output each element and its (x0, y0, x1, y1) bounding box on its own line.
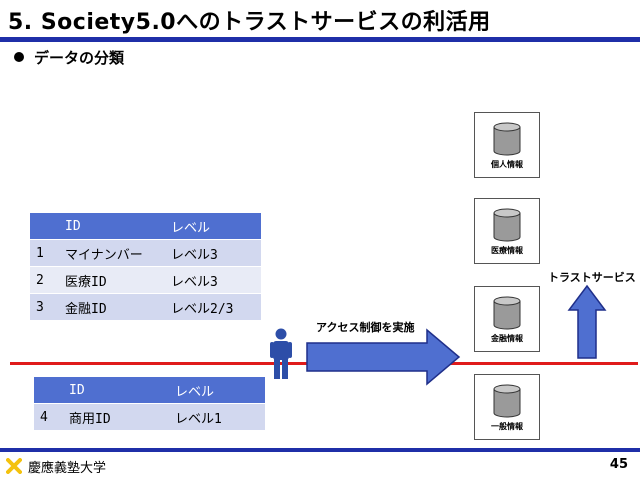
university-logo-icon (6, 458, 22, 474)
trust-service-label: トラストサービス (548, 271, 636, 284)
database-icon (493, 208, 521, 242)
table-cell: 3 (30, 293, 59, 320)
slide-title: 5. Society5.0へのトラストサービスの利活用 (8, 10, 491, 35)
table-cell: マイナンバー (59, 239, 165, 267)
database-icon (493, 122, 521, 156)
db-personal-info: 個人情報 (474, 112, 540, 178)
table-cell: 1 (30, 239, 59, 267)
table-cell: レベル1 (169, 403, 265, 430)
table-row: 1 マイナンバー レベル3 (30, 239, 261, 267)
table-header-row: ID レベル (30, 212, 261, 240)
bullet-dot-icon (14, 51, 24, 62)
db-general-info: 一般情報 (474, 374, 540, 440)
database-icon (493, 296, 521, 330)
right-arrow-icon (305, 328, 461, 390)
access-control-label: アクセス制御を実施 (316, 321, 415, 334)
database-icon (493, 384, 521, 418)
table-header-cell: レベル (169, 376, 265, 404)
bullet-text: データの分類 (34, 49, 125, 67)
db-financial-info: 金融情報 (474, 286, 540, 352)
footer-divider (0, 448, 640, 452)
table-header-cell (30, 212, 59, 240)
university-name: 慶應義塾大学 (28, 461, 107, 476)
up-arrow-icon (567, 284, 607, 364)
person-icon (270, 328, 292, 384)
title-divider (0, 37, 640, 42)
table-header-row: ID レベル (34, 376, 265, 404)
table-cell: 2 (30, 266, 59, 294)
db-label: 金融情報 (491, 334, 523, 343)
table-row: 2 医療ID レベル3 (30, 266, 261, 294)
db-medical-info: 医療情報 (474, 198, 540, 264)
table-cell: 商用ID (63, 403, 169, 430)
table-header-cell (34, 376, 63, 404)
footer-logo: 慶應義塾大学 (6, 456, 106, 476)
table-header-cell: レベル (165, 212, 261, 240)
table-row: 3 金融ID レベル2/3 (30, 293, 261, 320)
db-label: 一般情報 (491, 422, 523, 431)
table-cell: 医療ID (59, 266, 165, 294)
id-level-table-lower: ID レベル 4 商用ID レベル1 (34, 376, 265, 430)
table-row: 4 商用ID レベル1 (34, 403, 265, 430)
table-cell: 4 (34, 403, 63, 430)
table-cell: レベル3 (165, 266, 261, 294)
id-level-table-upper: ID レベル 1 マイナンバー レベル3 2 医療ID レベル3 3 金融ID … (30, 212, 261, 320)
bullet-heading: データの分類 (14, 47, 124, 68)
db-label: 医療情報 (491, 246, 523, 255)
table-header-cell: ID (59, 212, 165, 240)
table-header-cell: ID (63, 376, 169, 404)
page-number: 45 (609, 457, 628, 472)
table-cell: 金融ID (59, 293, 165, 320)
table-cell: レベル2/3 (165, 293, 261, 320)
db-label: 個人情報 (491, 160, 523, 169)
table-cell: レベル3 (165, 239, 261, 267)
